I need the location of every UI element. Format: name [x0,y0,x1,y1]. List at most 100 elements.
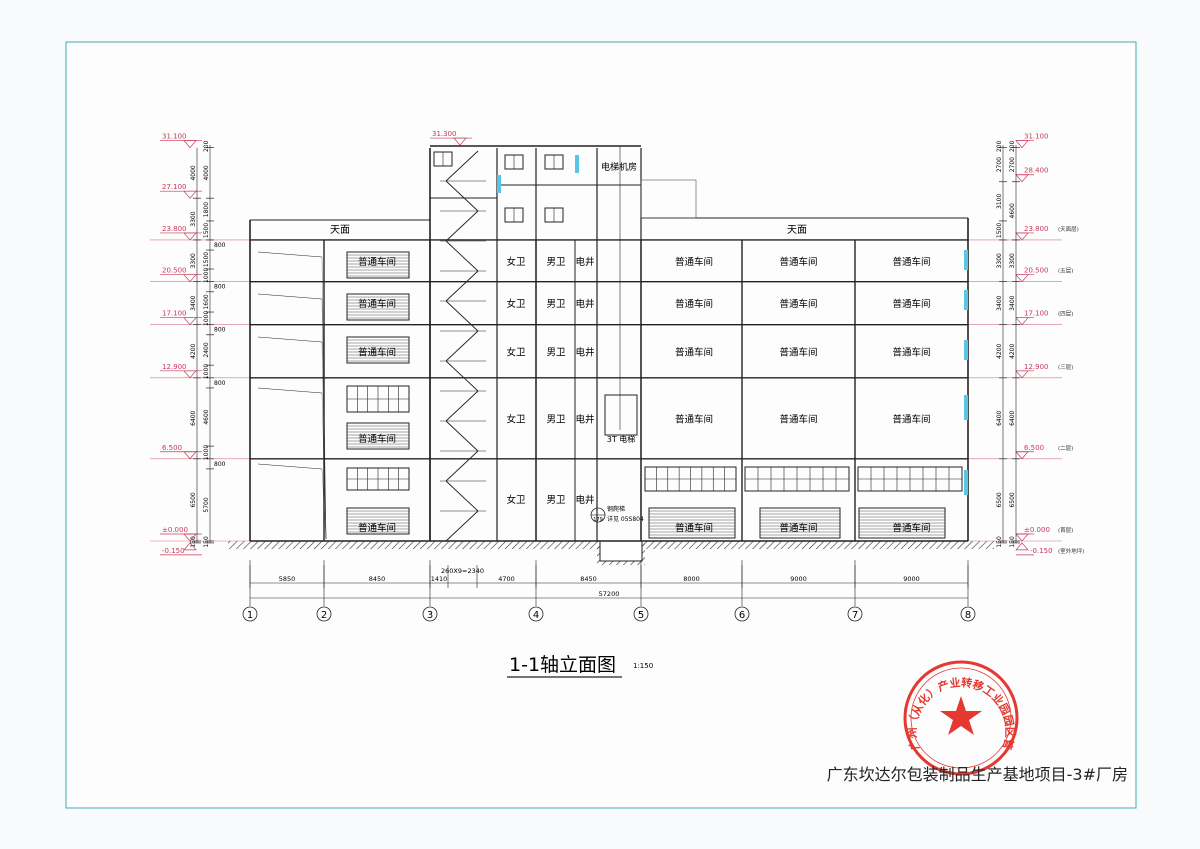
dim-text: 800 [214,242,226,249]
dim-text: 1000 [203,268,210,283]
room-label: 普通车间 [779,413,817,425]
sketch-line [321,468,327,540]
glass-strip [964,290,968,310]
room-label: 普通车间 [892,522,930,534]
room-label: 女卫 [506,256,526,268]
dim-text: 6400 [190,410,197,425]
dim-text: 6500 [996,492,1003,507]
level-triangle-icon [183,274,197,283]
sketch-line [257,336,323,343]
level-label: -0.150 [162,547,185,555]
room-label: 普通车间 [779,298,817,310]
roller-shutter [346,251,410,279]
level-note: (四层) [1058,311,1073,318]
stair-flight [445,210,479,242]
level-note: (二层) [1058,445,1073,452]
dim-text: 1500 [203,252,210,267]
level-note: (首层) [1058,526,1073,534]
room-label: 电井 [575,298,594,310]
stair-flight [445,390,479,422]
level-triangle-icon [183,317,197,326]
room-label: 普通车间 [675,413,713,425]
room-label: 电井 [575,346,594,358]
stamp-inner-ring [910,667,1012,769]
ladder-note-2: 详见 05S804 [607,515,644,523]
stair-flight [445,480,479,512]
room-labels: 普通车间普通车间普通车间普通车间普通车间女卫男卫电井女卫男卫电井女卫男卫电井女卫… [358,256,931,534]
dim-text: 200 [1009,140,1016,152]
stair-flight [445,270,479,302]
level-label: 6.500 [1024,444,1044,452]
room-label: 普通车间 [358,256,396,268]
room-label: 男卫 [546,347,566,358]
elevator-car [604,394,638,436]
dim-text: 150 [996,536,1003,548]
axis-bubble-icon [847,606,863,622]
elevator-machine-room-label: 电梯机房 [601,161,637,173]
level-label: 20.500 [162,267,187,275]
axis-label: 1 [247,610,253,621]
room-label: 电井 [575,256,594,268]
dim-text: 2400 [203,342,210,357]
dim-text: 8450 [369,575,386,583]
dim-text: 8450 [580,575,597,583]
axis-label: 3 [427,610,433,621]
axis-bubble-icon [960,606,976,622]
level-label: 17.100 [1024,310,1049,318]
axis-bubble-icon [242,606,258,622]
level-note: (三层) [1058,364,1073,371]
glass-strip [964,250,968,270]
room-label: 女卫 [506,494,526,506]
level-label: 27.100 [162,183,187,191]
roof-label-left: 天面 [330,225,350,236]
axis-bubble-icon [528,606,544,622]
drawing-frame [65,41,1137,809]
stair-flight [445,240,479,272]
dim-text: 4000 [190,165,197,180]
dim-text: 3400 [1009,295,1016,310]
dim-text: 1410 [431,575,448,583]
level-triangle-icon [1015,317,1029,326]
dim-text: 3400 [996,295,1003,310]
room-label: 普通车间 [358,298,396,310]
level-triangle-icon [453,137,467,146]
sketch-line [257,293,323,300]
dim-text: 4200 [1009,343,1016,358]
stair-flight [445,300,479,332]
level-triangle-icon [183,542,197,551]
dim-total: 57200 [599,590,620,598]
level-label: 20.500 [1024,267,1049,275]
room-label: 普通车间 [358,522,396,534]
dim-text: 800 [214,380,226,387]
room-label: 电井 [575,494,594,506]
sketch-line [257,251,323,258]
glass-strip [964,340,968,360]
dim-text: 150 [203,536,210,548]
roller-shutter [346,293,410,321]
dim-text: 5850 [279,575,296,583]
level-triangle-icon [1015,140,1029,149]
dim-text: 1500 [996,223,1003,238]
axis-label: 4 [533,610,539,621]
star-icon [940,696,982,735]
room-label: 普通车间 [675,256,713,268]
level-triangle-icon [1015,533,1029,542]
level-label: -0.150 [1030,547,1053,555]
room-label: 男卫 [546,414,566,425]
axis-label: 7 [852,610,858,621]
dim-text: 3300 [1009,253,1016,268]
glass-strip [964,470,968,495]
room-label: 普通车间 [779,522,817,534]
rooftop-structure [640,179,697,219]
room-label: 男卫 [546,495,566,506]
level-label: ±0.000 [1024,526,1050,534]
dim-text: 200 [996,140,1003,152]
sketch-line [257,387,323,394]
dim-text: 4700 [498,575,515,583]
dim-text: 1500 [203,223,210,238]
level-label: 6.500 [162,444,182,452]
axis-bubble-icon [633,606,649,622]
stair-flight [445,150,479,182]
building-section [228,145,994,565]
stair-flight [445,180,479,212]
